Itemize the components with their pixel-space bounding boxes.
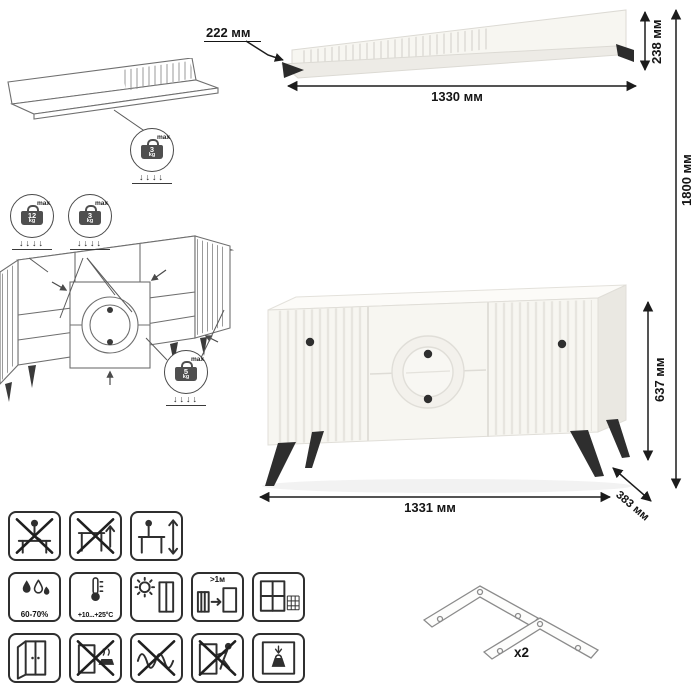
wall-shelf-drawing [7,58,219,120]
load-badge-cabinet-drawer: max 5 kg ↓↓↓↓ [160,350,212,406]
no-sitting-icon [15,518,54,554]
down-arrows-icon: ↓↓↓↓ [132,173,172,184]
dim-leader-222 [245,40,284,62]
shelf-left-bracket [282,62,304,78]
no-abrasive-icon [136,640,176,676]
weight-icon: 3 kg [79,205,101,225]
right-door-hatch [197,239,227,335]
no-hot-objects-icon [76,640,115,676]
left-door-knob [305,337,315,347]
badge-value: 3 [149,144,155,154]
load-badge-circle: max 3 kg [68,194,112,238]
badge-max-label: max [36,200,50,207]
exploded-cabinet-drawing [0,235,235,402]
no-dragging-icon [198,640,237,676]
wall-shelf-render [280,9,634,79]
care-cell-no-hot [69,633,122,683]
leg-bracket [422,585,540,628]
bottom-drawer-knob [423,394,433,404]
down-arrows-icon: ↓↓↓↓ [70,239,110,250]
humidity-label: 60-70% [20,610,49,619]
ventilation-icon [259,580,300,612]
load-badge-wall-shelf: max 3 kg ↓↓↓↓ [126,128,178,184]
heat-distance-icon [196,587,238,613]
dim-label-cabinet-width: 1331 мм [404,500,456,515]
badge-value: 12 [27,210,37,220]
care-cell-no-abrasive [130,633,183,683]
knobs [305,337,567,404]
dim-label-total-height: 1800 мм [679,154,694,206]
height-adjust-icon [137,519,179,555]
load-badge-circle: max 12 kg [10,194,54,238]
right-door-slats [494,300,592,435]
no-overloading-icon [261,641,296,675]
leg-bracket [482,617,600,660]
badge-unit: kg [182,374,190,380]
avoid-sunlight-icon [134,576,175,613]
care-cell-humidity: 60-70% [8,572,61,622]
sideboard-legs [265,419,630,486]
care-cell-no-lifting [69,511,122,561]
weight-icon: 3 kg [141,139,163,159]
care-cell-wardrobe [8,633,61,683]
badge-max-label: max [190,356,204,363]
care-cell-heat-distance: >1м [191,572,244,622]
badge-unit: kg [148,152,156,158]
badge-value: 3 [87,210,93,220]
metal-legs-drawing [422,585,600,660]
care-cell-temperature: +10...+25°C [69,572,122,622]
care-cell-no-sitting [8,511,61,561]
dim-label-shelf-depth: 222 мм [204,25,261,42]
right-door-knob [557,339,567,349]
badge-unit: kg [86,218,94,224]
temperature-label: +10...+25°C [77,612,114,619]
dim-label-shelf-width: 1330 мм [431,89,483,104]
load-badge-circle: max 5 kg [164,350,208,394]
load-badge-cabinet-shelf: max 3 kg ↓↓↓↓ [64,194,116,250]
left-door-hatch [2,263,16,380]
badge-value: 5 [183,366,189,376]
badge-max-label: max [94,200,108,207]
dim-label-cabinet-height: 637 мм [652,357,667,403]
humidity-icon [22,579,50,595]
legs-quantity-label: x2 [514,645,530,660]
care-cell-no-overload [252,633,305,683]
heat-distance-label: >1м [209,575,226,584]
no-lifting-icon [76,518,116,554]
shelf-right-bracket [616,44,634,62]
dim-label-shelf-height: 238 мм [649,19,664,65]
temperature-icon [91,577,104,601]
sideboard-render [262,284,632,493]
load-badge-circle: max 3 kg [130,128,174,172]
down-arrows-icon: ↓↓↓↓ [12,239,52,250]
shelf-slat-hatch [122,61,194,91]
top-drawer-knob [423,349,433,359]
badge-max-label: max [156,134,170,141]
care-cell-height-adjust [130,511,183,561]
down-arrows-icon: ↓↓↓↓ [166,395,206,406]
load-badge-cabinet-top: max 12 kg ↓↓↓↓ [6,194,58,250]
shelf-outline [7,58,219,120]
weight-icon: 5 kg [175,361,197,381]
floor-shadow [262,479,632,493]
shelf-render-body [280,9,634,79]
badge-unit: kg [28,218,36,224]
weight-icon: 12 kg [21,205,43,225]
care-cell-ventilation [252,572,305,622]
care-cell-no-drag [191,633,244,683]
wardrobe-doors-icon [16,640,47,680]
care-cell-sunlight [130,572,183,622]
left-door-slats [274,307,364,444]
sideboard-body [267,284,627,446]
